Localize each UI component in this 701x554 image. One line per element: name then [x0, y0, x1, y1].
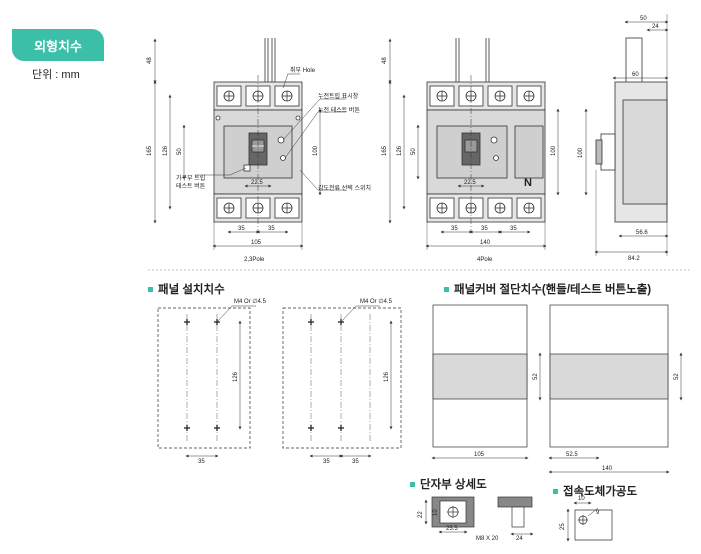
dim-4p-inner: 126 — [397, 145, 403, 156]
screw-label-3p: M4 Or ∅4.5 — [234, 298, 267, 305]
dim-3p-top: 48 — [147, 57, 153, 64]
cover-cutout-4pole — [548, 304, 683, 474]
bullet-icon — [410, 482, 415, 488]
terminal-title: 단자부 상세도 — [410, 476, 487, 492]
dim-4p-pitch3: 35 — [510, 226, 517, 232]
dim-3p-mid: 22.5 — [251, 180, 263, 186]
dim-side-842: 84.2 — [628, 256, 640, 262]
term-bolt: M8 X 20 — [476, 536, 499, 542]
dim-4p-top: 48 — [382, 57, 388, 64]
callout-sensitivity-switch: 감도전류 선택 스위치 — [318, 184, 371, 192]
pitch-4p-a: 35 — [323, 459, 330, 465]
side-view — [584, 14, 669, 256]
dim-side-top: 50 — [640, 16, 647, 22]
screw-label-4p: M4 Or ∅4.5 — [360, 298, 393, 305]
dim-3p-pitch1: 35 — [238, 226, 245, 232]
cond-9: 9 — [596, 510, 600, 516]
dim-side-60: 60 — [632, 72, 639, 78]
bullet-icon — [148, 287, 153, 293]
dim-4p-center: 100 — [551, 145, 557, 156]
cover-height-a: 52 — [533, 373, 539, 380]
panel-mount-4pole — [282, 305, 402, 458]
panel-mount-3pole — [157, 305, 256, 458]
bullet-icon — [444, 287, 449, 293]
panel-mount-title: 패널 설치치수 — [148, 281, 225, 297]
dim-4p-half: 50 — [411, 148, 417, 155]
neutral-marker: N — [524, 177, 532, 189]
cover-height-b: 52 — [674, 373, 680, 380]
callout-trip-indicator: 누전트립 표시창 — [318, 92, 359, 100]
height-4p: 126 — [384, 371, 390, 382]
panel-cover-title: 패널커버 절단치수(핸들/테스트 버튼노출) — [444, 281, 651, 297]
callout-mech-trip: 가구부 트립 — [176, 174, 205, 182]
panel-mount-title-text: 패널 설치치수 — [158, 284, 225, 296]
caption-4pole: 4Pole — [477, 257, 493, 263]
dim-side-top2: 24 — [652, 24, 659, 30]
dim-side-100: 100 — [578, 147, 584, 158]
conductor-title: 접속도체가공도 — [553, 483, 637, 499]
dim-3p-width: 105 — [251, 240, 262, 246]
terminal-detail — [424, 496, 534, 536]
unit-label: 단위 : mm — [32, 69, 80, 81]
dim-3p-pitch2: 35 — [268, 226, 275, 232]
caption-3pole: 2,3Pole — [244, 257, 265, 263]
dim-3p-inner: 126 — [163, 145, 169, 156]
pitch-4p-b: 35 — [352, 459, 359, 465]
term-10: 10 — [433, 509, 439, 516]
cover-width-a: 105 — [474, 452, 485, 458]
dim-4p-mid: 22.5 — [464, 180, 476, 186]
term-255: 25.5 — [446, 526, 458, 532]
dim-4p-pitch1: 35 — [451, 226, 458, 232]
front-view-4pole — [388, 38, 560, 250]
dim-3p-total: 165 — [147, 145, 153, 156]
cover-offset-b: 52.5 — [566, 452, 578, 458]
cover-width-b: 140 — [602, 466, 613, 472]
cond-10: 10 — [578, 496, 585, 502]
terminal-title-text: 단자부 상세도 — [420, 479, 487, 491]
term-22: 22 — [418, 511, 424, 518]
cond-25: 25 — [560, 523, 566, 530]
pitch-3p: 35 — [198, 459, 205, 465]
dim-4p-pitch2: 35 — [481, 226, 488, 232]
dim-4p-total: 165 — [382, 145, 388, 156]
dim-4p-width: 140 — [480, 240, 491, 246]
conductor-detail — [566, 501, 613, 542]
panel-cover-title-text: 패널커버 절단치수(핸들/테스트 버튼노출) — [454, 284, 652, 296]
callout-test-button: 누전 테스트 버튼 — [318, 106, 360, 114]
dim-3p-half: 50 — [177, 148, 183, 155]
dim-side-566: 56.6 — [636, 230, 648, 236]
height-3p: 126 — [233, 371, 239, 382]
callout-mech-trip-2: 테스트 버튼 — [176, 182, 206, 190]
term-24: 24 — [516, 536, 523, 542]
dimensions-badge: 외형치수 — [12, 29, 104, 61]
callout-mount-hole: 취부 Hole — [290, 66, 316, 74]
bullet-icon — [553, 489, 558, 495]
conductor-title-text: 접속도체가공도 — [563, 486, 638, 498]
front-view-3pole — [153, 38, 346, 250]
cover-cutout-3pole — [431, 304, 542, 460]
dim-3p-center: 100 — [313, 145, 319, 156]
